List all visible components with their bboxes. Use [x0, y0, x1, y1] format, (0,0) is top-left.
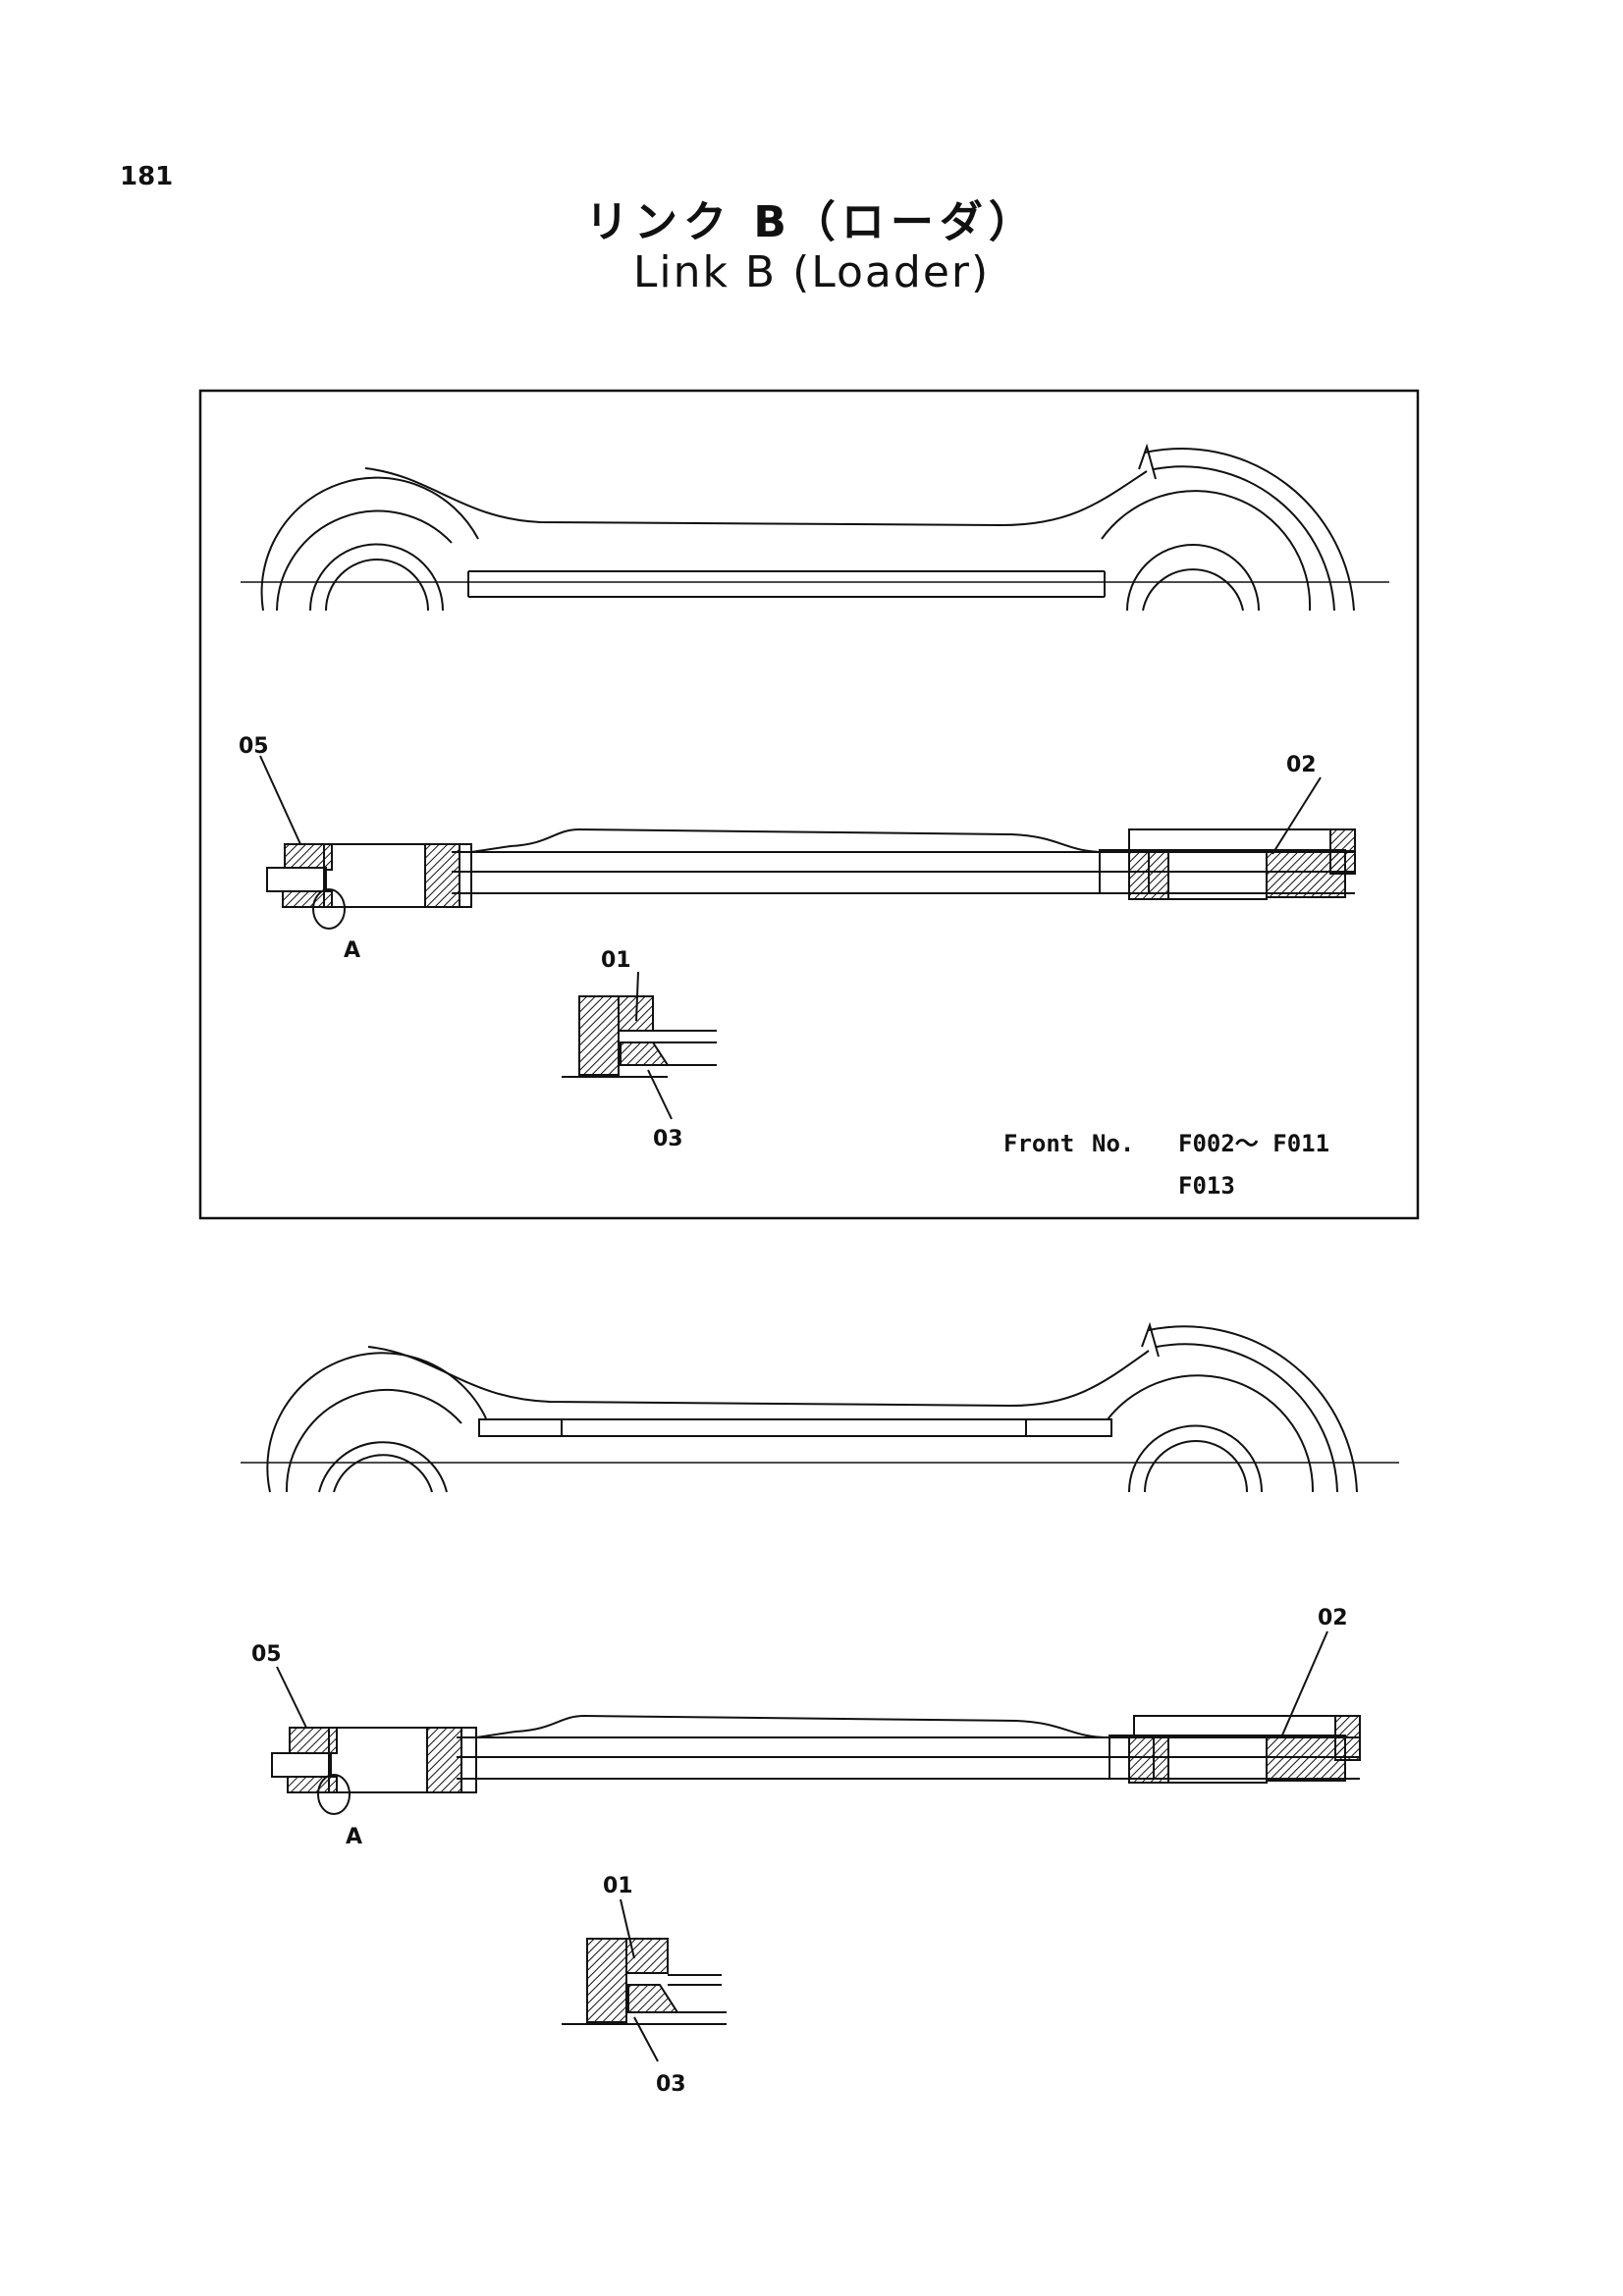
upper-note-extra: F013: [1178, 1172, 1235, 1200]
lower-elevation: [241, 1321, 1399, 1493]
upper-note-front: Front: [1003, 1130, 1074, 1157]
lower-callout-01: 01: [603, 1874, 633, 1898]
title-japanese: リンク B（ローダ）: [585, 197, 1038, 247]
upper-note-no: No.: [1092, 1130, 1134, 1157]
lower-view: 05 02 A 01 03: [241, 1321, 1399, 2097]
lower-detail-a: [562, 1898, 727, 2062]
upper-view: 05 02 A 01 03 Front No. F002～ F011 F013: [198, 389, 1420, 1220]
upper-callout-a: A: [344, 938, 360, 963]
upper-note-range: F002～ F011: [1178, 1130, 1329, 1157]
lower-callout-a: A: [346, 1825, 362, 1849]
upper-callout-05: 05: [239, 734, 269, 759]
upper-section: [259, 755, 1356, 930]
upper-detail-a: [562, 971, 717, 1120]
upper-elevation: [241, 443, 1389, 612]
lower-callout-03: 03: [656, 2072, 686, 2097]
upper-callout-03: 03: [653, 1127, 683, 1151]
lower-callout-02: 02: [1318, 1606, 1348, 1630]
lower-callout-05: 05: [251, 1642, 282, 1667]
upper-frame: [198, 389, 1420, 1220]
title-english: Link B (Loader): [632, 247, 991, 297]
page-number: 181: [120, 162, 174, 191]
upper-callout-01: 01: [601, 948, 631, 973]
upper-callout-02: 02: [1286, 753, 1317, 777]
lower-section: [271, 1630, 1361, 1815]
